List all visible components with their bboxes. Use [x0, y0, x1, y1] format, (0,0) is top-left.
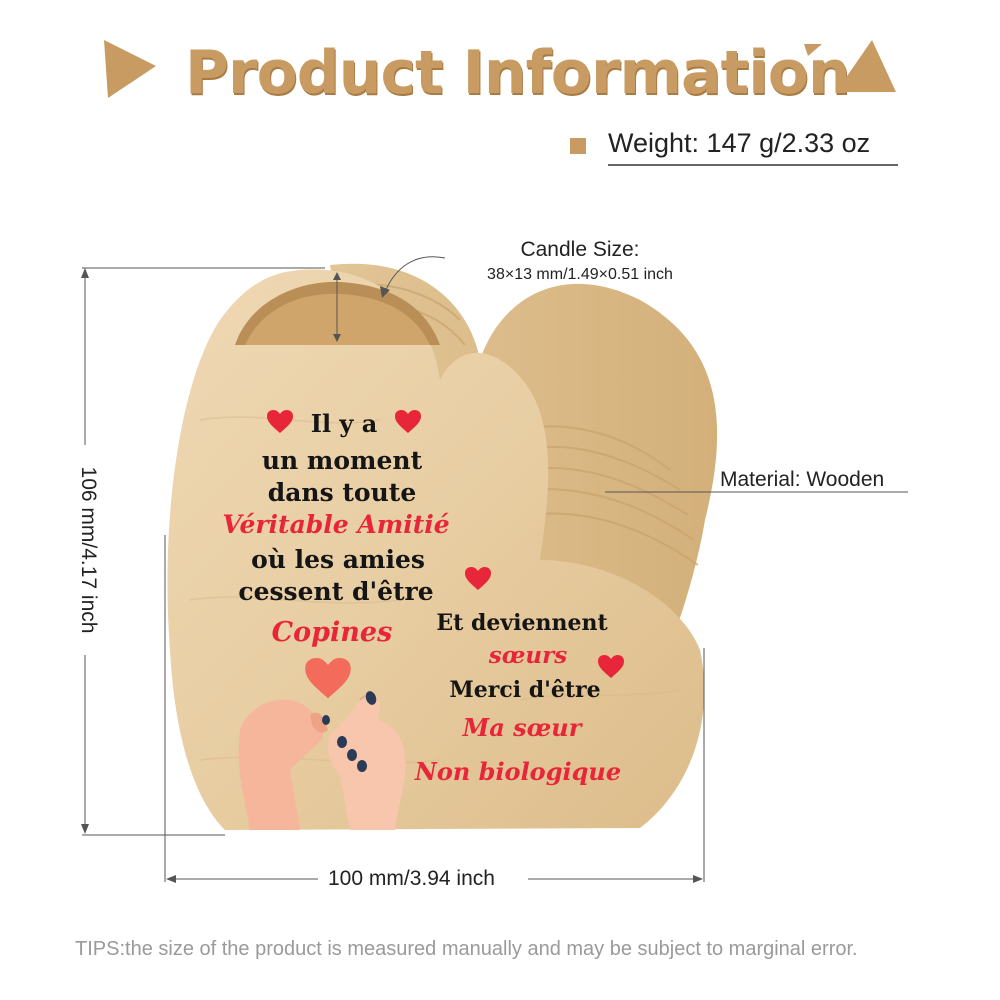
weight-underline [608, 164, 898, 166]
bullet-square-icon [570, 138, 586, 154]
heart-icon [598, 655, 624, 678]
pinky-promise-hands-icon [238, 691, 406, 830]
heart-icon [465, 567, 491, 590]
triangle-pointer-icon [804, 40, 896, 92]
triangle-pointer-icon [104, 40, 156, 98]
weight-text: Weight: 147 g/2.33 oz [608, 128, 871, 158]
page-title: Product Information [185, 38, 851, 108]
width-dimension-label: 100 mm/3.94 inch [320, 867, 503, 891]
heart-icon [395, 410, 421, 433]
heart-icon [305, 658, 351, 699]
candle-size-value: 38×13 mm/1.49×0.51 inch [487, 266, 673, 283]
heart-block-front [167, 269, 705, 830]
tips-footer: TIPS:the size of the product is measured… [75, 938, 858, 960]
weight-spec: Weight: 147 g/2.33 oz [570, 126, 900, 166]
height-dimension-label: 106 mm/4.17 inch [77, 466, 100, 634]
heart-icon [267, 410, 293, 433]
candle-size-annotation: Candle Size: 38×13 mm/1.49×0.51 inch [470, 238, 690, 284]
material-annotation: Material: Wooden [720, 468, 885, 491]
candle-size-title: Candle Size: [520, 238, 640, 261]
